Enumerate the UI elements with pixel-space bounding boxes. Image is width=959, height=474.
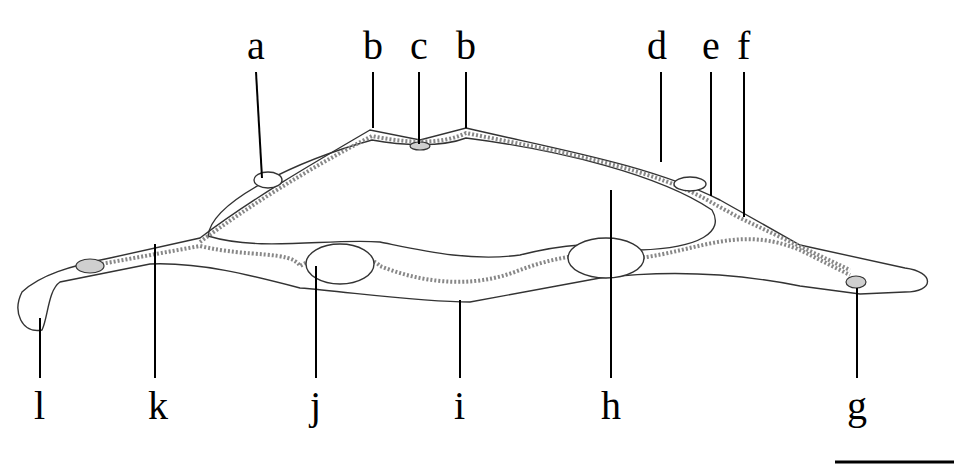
part-label: c (410, 26, 428, 66)
part-label: i (454, 386, 465, 426)
part-label: g (847, 386, 867, 426)
stippled-layer (90, 133, 850, 282)
part-label: k (148, 386, 168, 426)
part-label: d (647, 26, 667, 66)
part-label: b (363, 26, 383, 66)
part-label: f (737, 26, 750, 66)
part-label: l (34, 386, 45, 426)
part-label: a (247, 26, 265, 66)
part-label: e (702, 26, 720, 66)
part-label: b (456, 26, 476, 66)
tissue-patches (76, 142, 866, 288)
bundles (254, 172, 706, 284)
part-label: h (601, 386, 621, 426)
scale-bar (835, 461, 954, 464)
part-label: j (310, 386, 321, 426)
leader-lines (40, 72, 857, 378)
